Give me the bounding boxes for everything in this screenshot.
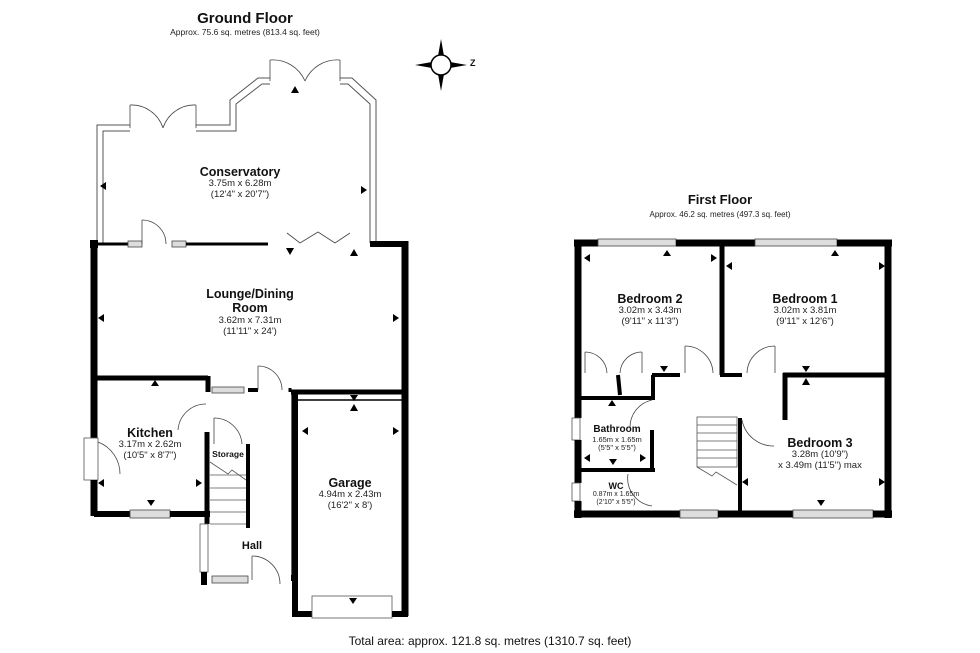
room-kitchen: Kitchen 3.17m x 2.62m (10'5" x 8'7") — [105, 426, 195, 462]
ground-floor-title: Ground Floor — [197, 10, 293, 27]
room-wc: WC 0.87m x 1.65m (2'10" x 5'5") — [583, 481, 649, 507]
room-name: Conservatory — [199, 165, 281, 179]
room-bathroom: Bathroom 1.65m x 1.65m (5'5" x 5'5") — [582, 424, 652, 453]
room-bedroom-1: Bedroom 1 3.02m x 3.81m (9'11" x 12'6") — [755, 292, 855, 328]
room-dims-metric: 3.17m x 2.62m — [118, 439, 182, 451]
ground-floor-area: Approx. 75.6 sq. metres (813.4 sq. feet) — [170, 27, 320, 37]
room-dims-metric: 3.62m x 7.31m — [218, 314, 282, 326]
room-lounge-dining: Lounge/Dining Room 3.62m x 7.31m (11'11"… — [180, 287, 320, 338]
room-dims-imperial: (16'2" x 8') — [327, 500, 373, 512]
room-name-line2: Room — [232, 301, 268, 316]
room-name: Bathroom — [593, 424, 641, 435]
ground-floor-plan — [83, 59, 409, 619]
room-name: Hall — [241, 540, 263, 552]
room-name: Bedroom 1 — [772, 292, 838, 306]
room-storage: Storage — [208, 449, 248, 460]
room-dims-imperial: (11'11" x 24') — [223, 325, 277, 337]
room-name: Garage — [328, 476, 372, 490]
room-dims-metric: 3.02m x 3.43m — [618, 305, 682, 317]
room-hall: Hall — [232, 540, 272, 553]
room-dims-metric: 0.87m x 1.65m — [592, 491, 640, 499]
room-bedroom-3: Bedroom 3 3.28m (10'9") x 3.49m (11'5") … — [765, 436, 875, 472]
room-name: Kitchen — [127, 426, 173, 440]
room-dims-metric: 1.65m x 1.65m — [592, 434, 642, 444]
compass-rose-icon — [415, 39, 467, 91]
room-dims-imperial: (5'5" x 5'5") — [598, 443, 636, 453]
first-floor-title: First Floor — [687, 192, 753, 207]
room-garage: Garage 4.94m x 2.43m (16'2" x 8') — [300, 476, 400, 512]
room-dims-imperial: (12'4" x 20'7") — [210, 189, 270, 201]
room-dims-metric: 4.94m x 2.43m — [318, 489, 382, 501]
room-name: Bedroom 3 — [787, 436, 853, 450]
room-dims-metric: 3.28m (10'9") — [791, 449, 849, 461]
compass-north-label: Z — [470, 58, 476, 68]
room-dims-imperial: (9'11" x 11'3") — [621, 316, 679, 328]
room-dims-imperial: (10'5" x 8'7") — [123, 450, 177, 462]
room-name: Bedroom 2 — [617, 292, 683, 306]
room-bedroom-2: Bedroom 2 3.02m x 3.43m (9'11" x 11'3") — [600, 292, 700, 328]
first-floor-plan — [571, 238, 892, 519]
room-conservatory: Conservatory 3.75m x 6.28m (12'4" x 20'7… — [170, 165, 310, 201]
room-dims-imperial: x 3.49m (11'5") max — [778, 460, 862, 472]
room-dims-imperial: (2'10" x 5'5") — [596, 499, 636, 507]
first-floor-area: Approx. 46.2 sq. metres (497.3 sq. feet) — [649, 210, 791, 219]
room-dims-imperial: (9'11" x 12'6") — [776, 316, 834, 328]
room-name: Lounge/Dining — [206, 287, 294, 301]
room-dims-metric: 3.75m x 6.28m — [208, 178, 272, 190]
room-dims-metric: 3.02m x 3.81m — [773, 305, 837, 317]
total-area: Total area: approx. 121.8 sq. metres (13… — [348, 634, 632, 648]
room-name: WC — [608, 481, 624, 491]
room-name: Storage — [212, 449, 244, 459]
